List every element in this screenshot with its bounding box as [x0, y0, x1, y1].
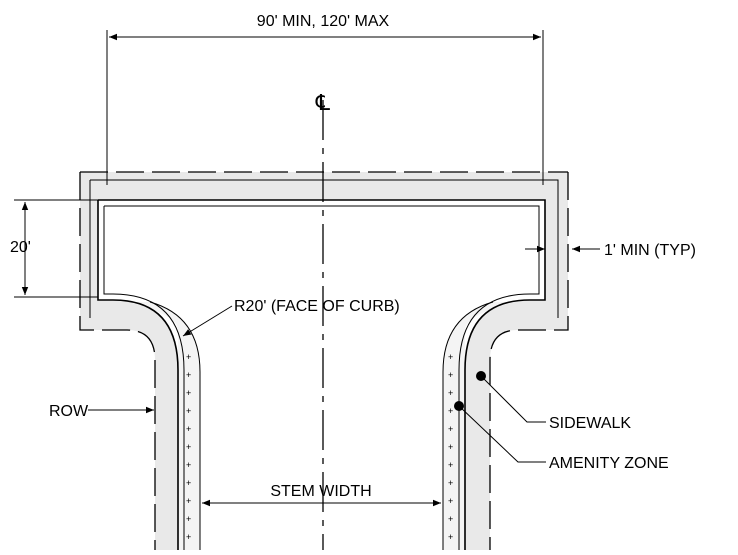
svg-text:+: +	[448, 352, 453, 362]
sidewalk-leader	[480, 375, 546, 423]
row-label: ROW	[49, 403, 89, 420]
top-dimension-label: 90' MIN, 120' MAX	[257, 13, 390, 30]
svg-text:+: +	[186, 442, 191, 452]
svg-text:+: +	[448, 424, 453, 434]
svg-text:+: +	[448, 442, 453, 452]
centerline-symbol: ℄	[315, 90, 331, 115]
svg-text:+: +	[186, 424, 191, 434]
depth-dimension-label: 20'	[10, 239, 31, 256]
stem-width-label: STEM WIDTH	[270, 483, 371, 500]
back-of-sidewalk	[89, 179, 559, 318]
svg-text:+: +	[186, 388, 191, 398]
row-line	[79, 171, 569, 550]
radius-leader	[182, 305, 233, 337]
svg-text:+: +	[448, 478, 453, 488]
face-of-curb	[97, 199, 546, 550]
amenity-zone-right	[443, 302, 515, 550]
svg-text:+: +	[186, 532, 191, 542]
svg-text:+: +	[448, 406, 453, 416]
svg-text:+: +	[186, 460, 191, 470]
buffer-note: 1' MIN (TYP)	[604, 242, 696, 259]
svg-text:+: +	[448, 532, 453, 542]
svg-text:+: +	[186, 406, 191, 416]
svg-text:+: +	[186, 352, 191, 362]
svg-text:+: +	[448, 460, 453, 470]
svg-text:+: +	[186, 370, 191, 380]
amenity-label: AMENITY ZONE	[549, 455, 669, 472]
amenity-stipple: + + + + + + + + + + + + + + + + + + + + + +	[186, 352, 453, 542]
sidewalk-edge-lines	[149, 301, 494, 550]
svg-text:+: +	[448, 496, 453, 506]
svg-text:+: +	[186, 496, 191, 506]
svg-text:+: +	[448, 388, 453, 398]
sidewalk-label: SIDEWALK	[549, 415, 631, 432]
amenity-leader	[458, 405, 546, 463]
svg-text:+: +	[186, 478, 191, 488]
amenity-zone-left	[128, 302, 200, 550]
radius-note: R20' (FACE OF CURB)	[234, 298, 400, 315]
svg-text:+: +	[186, 514, 191, 524]
back-of-curb	[103, 205, 540, 550]
svg-text:+: +	[448, 514, 453, 524]
svg-text:+: +	[448, 370, 453, 380]
